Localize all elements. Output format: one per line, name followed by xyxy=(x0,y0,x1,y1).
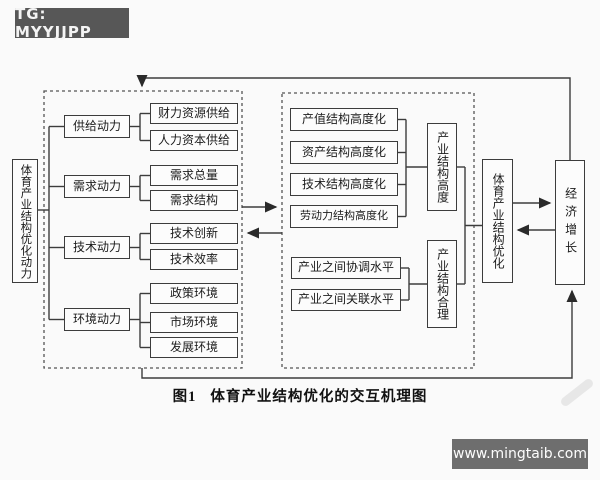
driver-box-technology: 技术动力 xyxy=(64,236,130,259)
figure-caption: 图1 体育产业结构优化的交互机理图 xyxy=(0,385,600,406)
figure-number: 图1 xyxy=(172,389,197,405)
factor-box: 市场环境 xyxy=(150,312,238,333)
upgrading-box: 产值结构高度化 xyxy=(290,108,398,131)
driver-box-demand: 需求动力 xyxy=(64,175,130,198)
upgrading-box: 资产结构高度化 xyxy=(290,141,398,164)
driver-box-supply: 供给动力 xyxy=(64,115,130,138)
top-feedback-arrow xyxy=(136,74,571,160)
growth-box: 经济增长 xyxy=(555,160,585,285)
site-watermark: www.mingtaib.com xyxy=(452,439,588,469)
factor-box: 需求结构 xyxy=(150,190,238,211)
figure-title: 体育产业结构优化的交互机理图 xyxy=(210,389,428,405)
tg-badge: TG: MYYJJPP xyxy=(15,5,129,41)
factor-box: 财力资源供给 xyxy=(150,103,238,124)
factor-box: 技术效率 xyxy=(150,249,238,270)
factor-box: 需求总量 xyxy=(150,165,238,186)
site-watermark-text: www.mingtaib.com xyxy=(453,446,587,462)
factor-box: 人力资本供给 xyxy=(150,130,238,151)
rationalization-box: 产业之间关联水平 xyxy=(291,289,401,311)
upgrading-box: 劳动力结构高度化 xyxy=(290,205,398,228)
left-dashed-frame xyxy=(43,90,243,369)
factor-box: 发展环境 xyxy=(150,337,238,358)
upgrading-box: 技术结构高度化 xyxy=(290,173,398,196)
factor-box: 政策环境 xyxy=(150,283,238,304)
bottom-feedback-arrow xyxy=(141,289,578,379)
source-box: 体育产业结构优化动力 xyxy=(12,159,38,283)
rationalization-summary-box: 产业结构合理 xyxy=(427,240,457,328)
upgrading-summary-box: 产业结构高度 xyxy=(427,123,457,211)
tg-badge-text: TG: MYYJJPP xyxy=(15,5,92,41)
driver-box-environment: 环境动力 xyxy=(64,308,130,331)
optimization-box: 体育产业结构优化 xyxy=(482,159,513,283)
right-dashed-frame xyxy=(281,92,475,369)
factor-box: 技术创新 xyxy=(150,223,238,244)
rationalization-box: 产业之间协调水平 xyxy=(291,257,401,279)
